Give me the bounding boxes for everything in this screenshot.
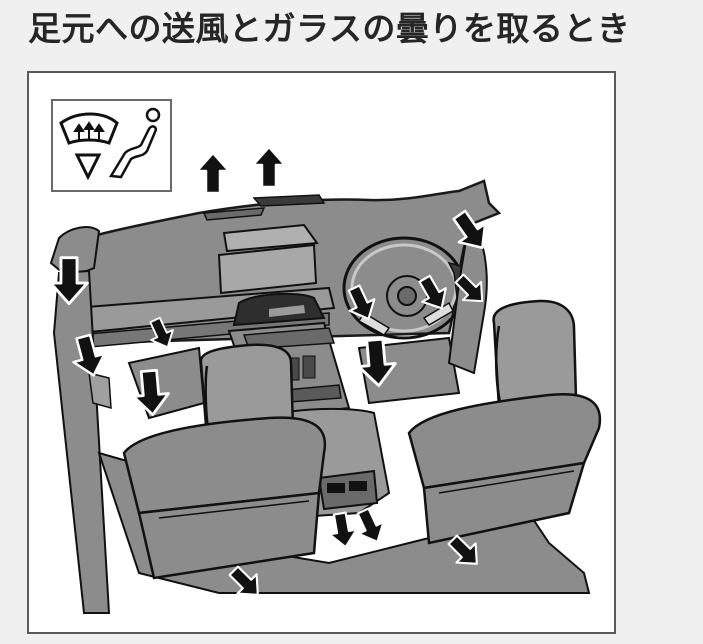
car-interior-illustration xyxy=(49,145,602,614)
floor-vent-arrow-icon xyxy=(74,153,102,181)
person-head-icon xyxy=(145,107,161,123)
driver-seat xyxy=(407,299,602,545)
defrost-floor-mode-icon-box xyxy=(51,99,172,192)
passenger-seat xyxy=(122,343,327,580)
windshield-defroster-icon xyxy=(59,112,119,145)
defrost-and-floor-mode-icon xyxy=(59,107,161,181)
arrow-up-icon xyxy=(195,151,231,195)
seated-person-icon xyxy=(108,125,157,179)
defrost-arrows-icon xyxy=(73,121,105,141)
dashboard xyxy=(49,179,502,614)
page-title: 足元への送風とガラスの曇りを取るとき xyxy=(28,9,631,48)
airflow-illustration-frame xyxy=(27,71,616,634)
arrow-up-icon xyxy=(251,145,287,189)
arrow-down-icon xyxy=(325,510,361,551)
